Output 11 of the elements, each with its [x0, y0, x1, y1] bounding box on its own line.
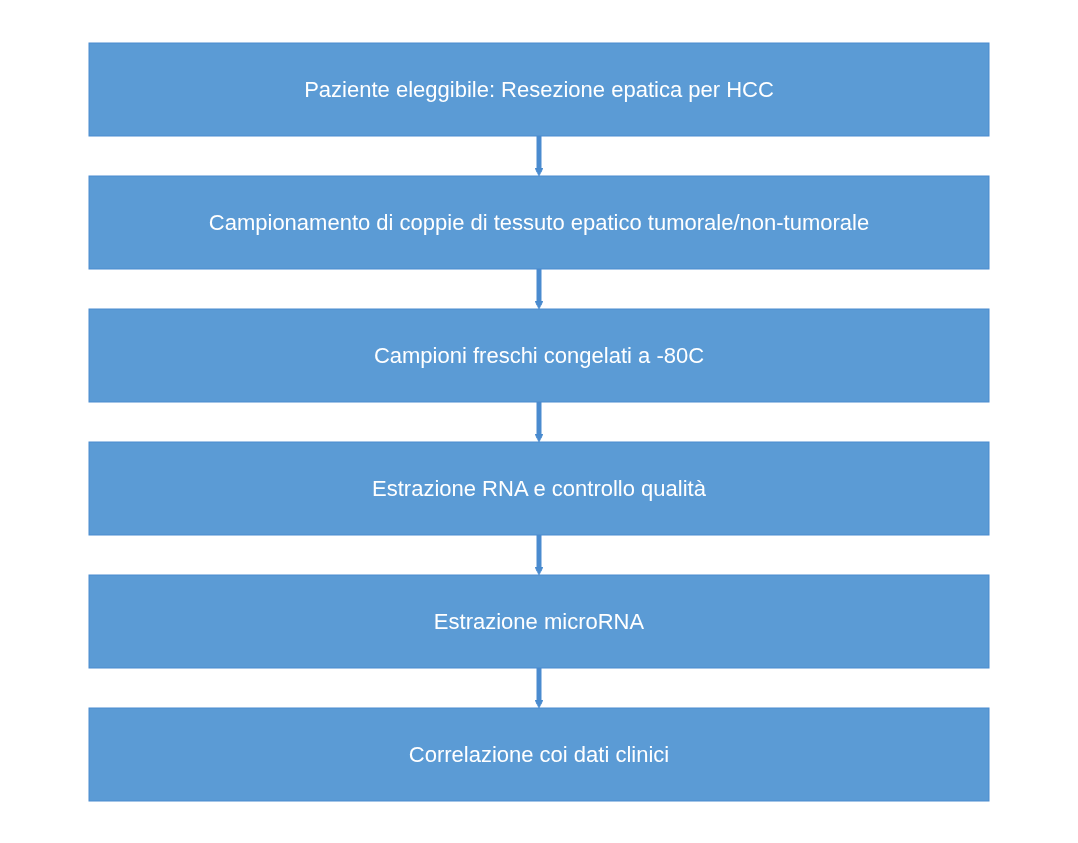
node-box: Estrazione RNA e controllo qualità: [88, 441, 990, 535]
arrow: [534, 534, 544, 575]
node-box: Paziente eleggibile: Resezione epatica per HCC: [88, 42, 990, 136]
node-box: Campioni freschi congelati a -80C: [88, 308, 990, 402]
arrow: [534, 135, 544, 176]
arrow: [534, 401, 544, 442]
node-box: Correlazione coi dati clinici: [88, 707, 990, 801]
arrow: [534, 667, 544, 708]
arrow: [534, 268, 544, 309]
node-box: Campionamento di coppie di tessuto epatico tumorale/non-tumorale: [88, 175, 990, 269]
node-box: Estrazione microRNA: [88, 574, 990, 668]
